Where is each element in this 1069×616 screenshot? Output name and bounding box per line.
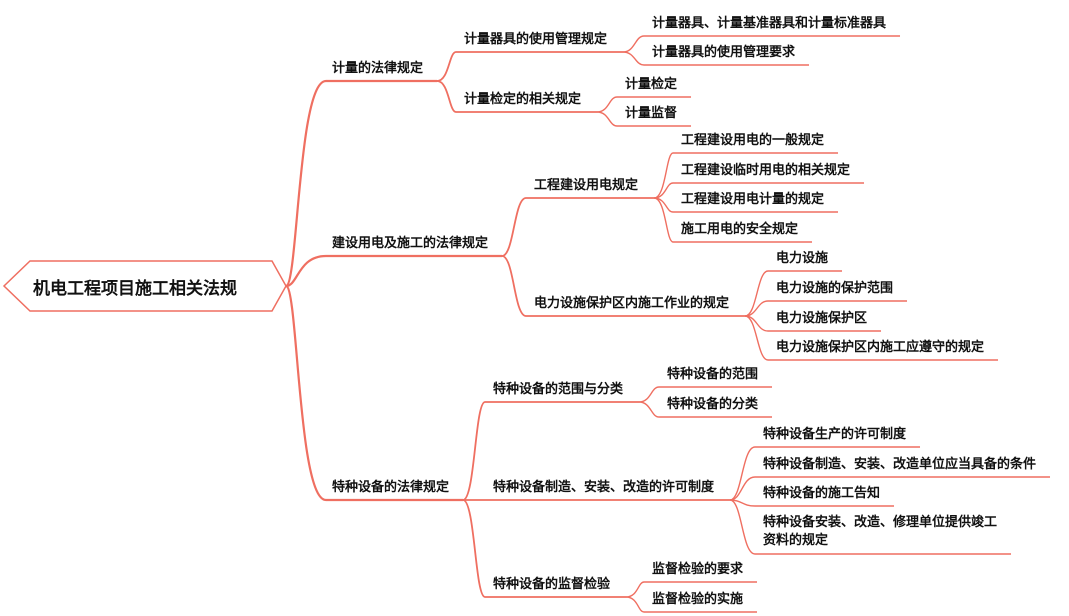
branch-connector bbox=[284, 284, 327, 502]
leaf-zone-construction-rules[interactable]: 电力设施保护区内施工应遵守的规定 bbox=[776, 340, 985, 355]
leaf-power-safety-rules[interactable]: 施工用电的安全规定 bbox=[681, 222, 799, 237]
leaf-protection-zone[interactable]: 电力设施保护区 bbox=[776, 311, 868, 326]
node-power-facility-protection-rules[interactable]: 电力设施保护区内施工作业的规定 bbox=[534, 296, 730, 311]
leaf-temporary-power-rules[interactable]: 工程建设临时用电的相关规定 bbox=[681, 163, 851, 178]
branch-connector bbox=[501, 255, 527, 317]
branch-connector bbox=[638, 401, 660, 418]
branch-connector bbox=[744, 315, 769, 361]
branch-connector bbox=[638, 386, 660, 403]
branch-connector bbox=[653, 197, 674, 243]
node-equipment-scope-classification[interactable]: 特种设备的范围与分类 bbox=[493, 382, 624, 397]
root-node-shape bbox=[2, 260, 287, 312]
root-node[interactable]: 机电工程项目施工相关法规 bbox=[33, 278, 237, 299]
branch-connector bbox=[729, 476, 756, 501]
leaf-instruments-standards[interactable]: 计量器具、计量基准器具和计量标准器具 bbox=[652, 16, 887, 31]
branch-connector bbox=[462, 401, 486, 501]
branch-connector bbox=[729, 499, 756, 555]
branch-connector bbox=[462, 499, 486, 598]
leaf-protection-scope[interactable]: 电力设施的保护范围 bbox=[776, 281, 894, 296]
branch-connector bbox=[596, 111, 618, 127]
leaf-inspection-requirements[interactable]: 监督检验的要求 bbox=[652, 562, 744, 577]
node-measuring-instrument-rules[interactable]: 计量器具的使用管理规定 bbox=[464, 32, 608, 47]
branch-connector bbox=[625, 596, 645, 613]
leaf-production-licensing[interactable]: 特种设备生产的许可制度 bbox=[763, 427, 907, 442]
node-supervisory-inspection[interactable]: 特种设备的监督检验 bbox=[493, 577, 611, 592]
leaf-instrument-use-requirements[interactable]: 计量器具的使用管理要求 bbox=[652, 45, 796, 60]
branch-connector bbox=[436, 51, 457, 82]
leaf-equipment-scope[interactable]: 特种设备的范围 bbox=[667, 367, 759, 382]
branch-connector bbox=[284, 79, 327, 288]
node-construction-power-rules[interactable]: 工程建设用电规定 bbox=[534, 178, 639, 193]
node-verification-rules[interactable]: 计量检定的相关规定 bbox=[464, 92, 582, 107]
leaf-supervision[interactable]: 计量监督 bbox=[625, 106, 678, 121]
leaf-verification[interactable]: 计量检定 bbox=[625, 77, 678, 92]
branch-electricity-construction-law[interactable]: 建设用电及施工的法律规定 bbox=[332, 236, 489, 251]
leaf-construction-notice[interactable]: 特种设备的施工告知 bbox=[763, 486, 881, 501]
branch-connector bbox=[729, 446, 756, 501]
leaf-power-metering-rules[interactable]: 工程建设用电计量的规定 bbox=[681, 192, 825, 207]
leaf-inspection-implementation[interactable]: 监督检验的实施 bbox=[652, 592, 744, 607]
branch-connector bbox=[501, 197, 527, 257]
branch-special-equipment-law[interactable]: 特种设备的法律规定 bbox=[332, 480, 450, 495]
branch-connector bbox=[285, 254, 327, 288]
node-equipment-licensing[interactable]: 特种设备制造、安装、改造的许可制度 bbox=[493, 480, 715, 495]
branch-connector bbox=[622, 35, 645, 53]
branch-connector bbox=[653, 152, 674, 199]
branch-connector bbox=[622, 51, 645, 66]
branch-connector bbox=[744, 270, 769, 317]
branch-connector bbox=[596, 96, 618, 113]
leaf-general-power-rules[interactable]: 工程建设用电的一般规定 bbox=[681, 133, 825, 148]
leaf-power-facilities[interactable]: 电力设施 bbox=[776, 251, 829, 266]
leaf-completion-documents[interactable]: 特种设备安装、改造、修理单位提供竣工 资料的规定 bbox=[763, 515, 998, 548]
leaf-unit-conditions[interactable]: 特种设备制造、安装、改造单位应当具备的条件 bbox=[763, 457, 1037, 472]
branch-connector bbox=[436, 80, 457, 113]
branch-connector bbox=[625, 581, 645, 598]
leaf-equipment-classification[interactable]: 特种设备的分类 bbox=[667, 397, 759, 412]
branch-metrology-law[interactable]: 计量的法律规定 bbox=[332, 61, 424, 76]
